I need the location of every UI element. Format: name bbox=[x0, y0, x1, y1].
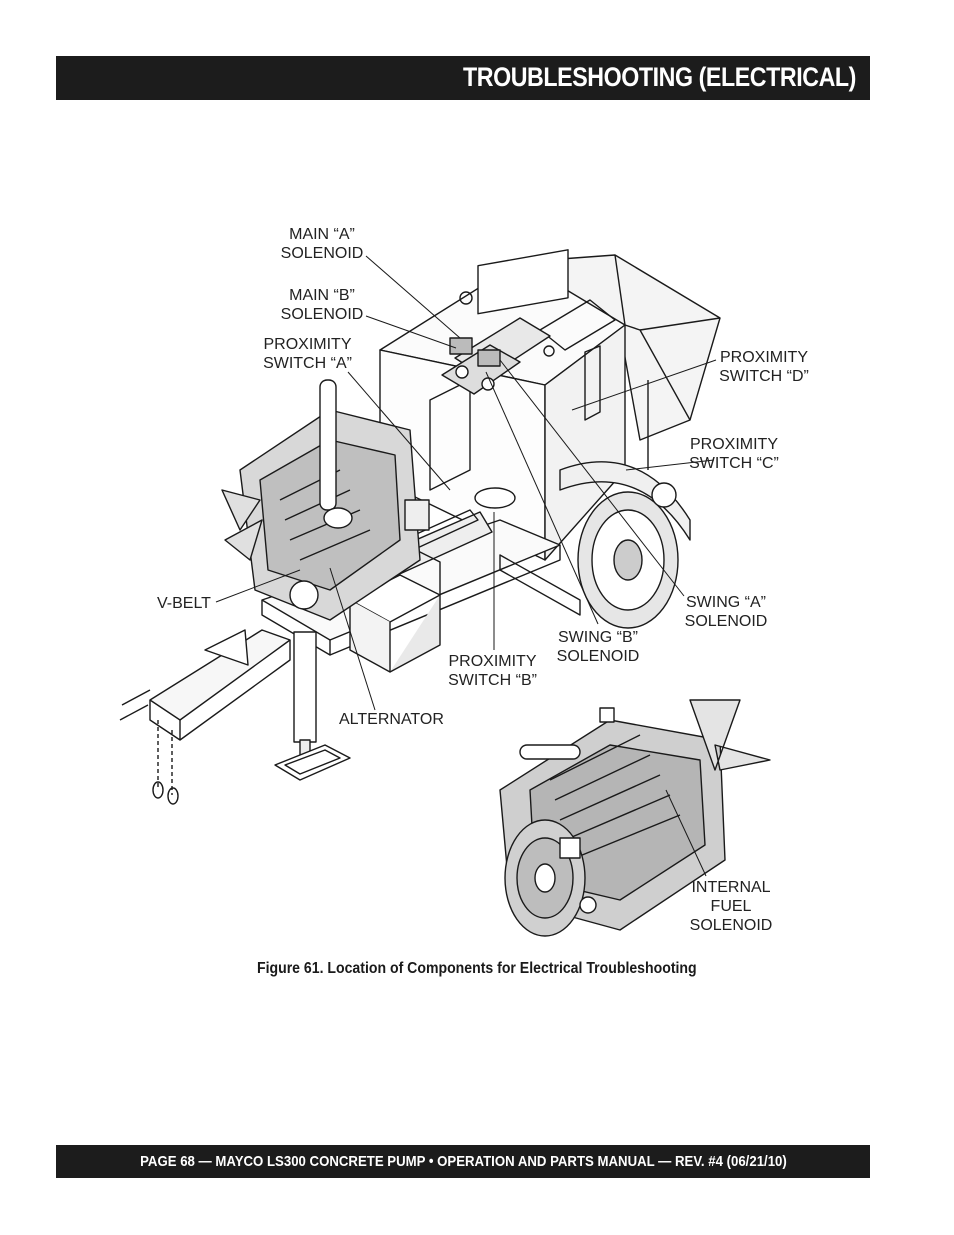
callout-swing-a-solenoid: SWING “A” SOLENOID bbox=[676, 593, 776, 631]
callout-line: SWITCH “B” bbox=[448, 672, 537, 689]
footer-text: PAGE 68 — MAYCO LS300 CONCRETE PUMP • OP… bbox=[139, 1153, 787, 1170]
callout-line: ALTERNATOR bbox=[339, 711, 444, 728]
callout-main-a-solenoid: MAIN “A” SOLENOID bbox=[272, 225, 372, 263]
pump-cabinet bbox=[379, 249, 649, 561]
callout-line: V-BELT bbox=[157, 595, 211, 612]
callout-internal-fuel-solenoid: INTERNAL FUEL SOLENOID bbox=[680, 878, 782, 935]
callout-line: SOLENOID bbox=[684, 613, 768, 630]
figure-caption: Figure 61. Location of Components for El… bbox=[0, 960, 954, 978]
callout-proximity-switch-a: PROXIMITY SWITCH “A” bbox=[255, 335, 360, 373]
callout-proximity-switch-c: PROXIMITY SWITCH “C” bbox=[680, 435, 788, 473]
callout-line: INTERNAL bbox=[691, 879, 771, 896]
callout-line: SOLENOID bbox=[280, 306, 364, 323]
callout-line: PROXIMITY bbox=[263, 336, 352, 353]
callout-proximity-switch-d: PROXIMITY SWITCH “D” bbox=[710, 348, 818, 386]
tow-tongue bbox=[119, 629, 291, 805]
trailer-engine bbox=[221, 379, 430, 621]
inset-engine bbox=[499, 699, 771, 937]
callout-line: FUEL bbox=[710, 898, 752, 915]
battery bbox=[349, 551, 441, 673]
callout-main-b-solenoid: MAIN “B” SOLENOID bbox=[272, 286, 372, 324]
callout-line: SOLENOID bbox=[689, 917, 773, 934]
page-title: TROUBLESHOOTING (ELECTRICAL) bbox=[462, 62, 856, 92]
header-bar: TROUBLESHOOTING (ELECTRICAL) bbox=[56, 56, 870, 100]
callout-line: PROXIMITY bbox=[719, 349, 808, 366]
callout-alternator: ALTERNATOR bbox=[339, 710, 444, 729]
jack-stand bbox=[274, 631, 351, 781]
callout-line: MAIN “A” bbox=[289, 226, 355, 243]
callout-line: SWITCH “C” bbox=[689, 455, 779, 472]
footer-bar: PAGE 68 — MAYCO LS300 CONCRETE PUMP • OP… bbox=[56, 1145, 870, 1178]
callout-line: MAIN “B” bbox=[289, 287, 355, 304]
callout-line: SWITCH “D” bbox=[719, 368, 809, 385]
callout-line: SWING “B” bbox=[558, 629, 638, 646]
solenoid-valve-block bbox=[441, 337, 521, 395]
callout-line: SWITCH “A” bbox=[263, 355, 352, 372]
callout-line: SOLENOID bbox=[280, 245, 364, 262]
callout-proximity-switch-b: PROXIMITY SWITCH “B” bbox=[440, 652, 545, 690]
callout-swing-b-solenoid: SWING “B” SOLENOID bbox=[548, 628, 648, 666]
callout-line: SWING “A” bbox=[686, 594, 766, 611]
figure-caption-text: Figure 61. Location of Components for El… bbox=[257, 960, 697, 977]
callout-line: SOLENOID bbox=[556, 648, 640, 665]
wheel bbox=[559, 461, 691, 629]
hopper bbox=[519, 254, 721, 441]
callout-line: PROXIMITY bbox=[448, 653, 537, 670]
leader-lines bbox=[215, 255, 717, 877]
callout-line: PROXIMITY bbox=[689, 436, 778, 453]
callout-v-belt: V-BELT bbox=[157, 594, 211, 613]
